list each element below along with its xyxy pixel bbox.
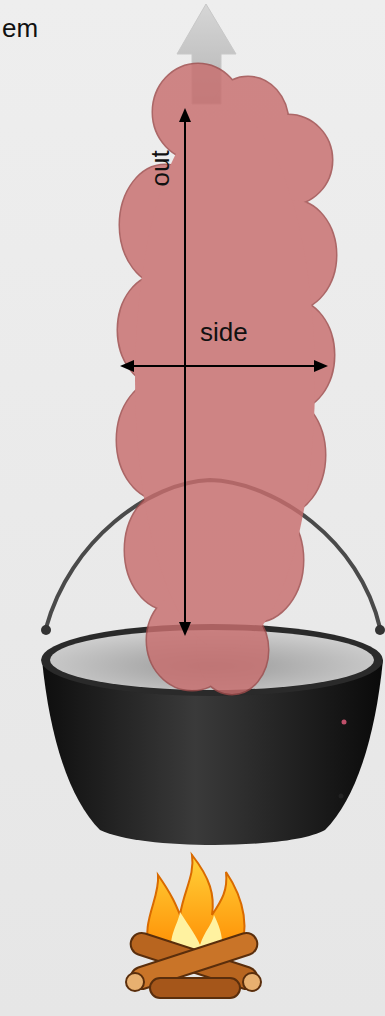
handle-rivet [41, 625, 51, 635]
text-remnant-dot [339, 794, 344, 799]
cut-off-heading-text: em [2, 14, 38, 43]
handle-rivet [375, 625, 385, 635]
text-remnant-dot [342, 720, 347, 725]
dimension-label: out [146, 150, 175, 186]
steam-cloud [117, 64, 336, 694]
dimension-label: side [200, 318, 248, 347]
out-dimension-arrow [179, 108, 191, 636]
campfire [126, 855, 261, 998]
side-dimension-arrow [120, 360, 328, 372]
